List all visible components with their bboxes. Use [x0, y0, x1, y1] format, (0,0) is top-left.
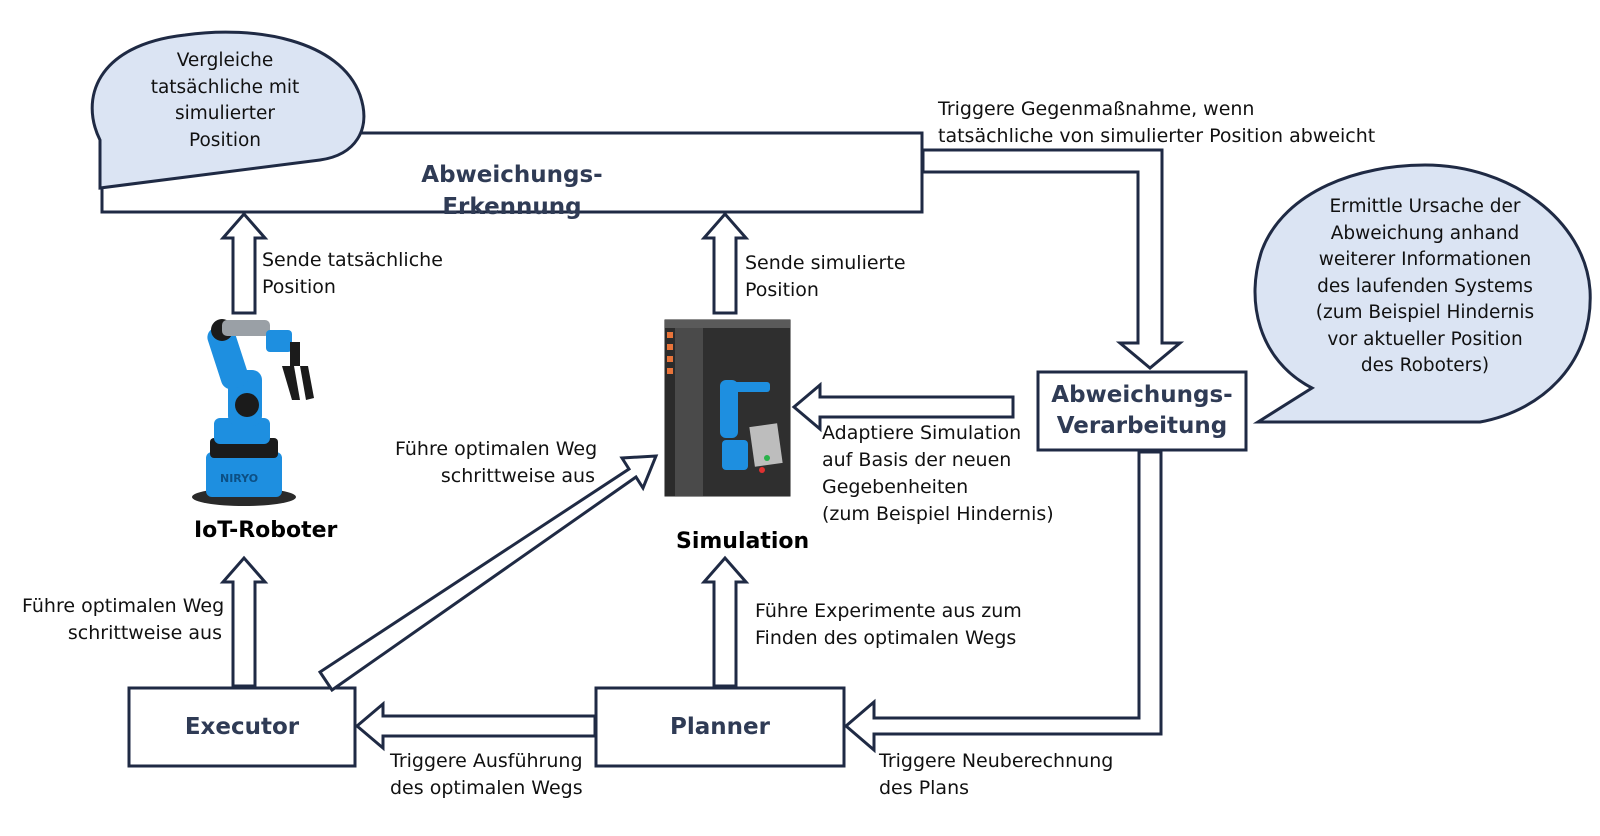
cause-bubble: [1252, 163, 1592, 424]
arrow-detection-to-processing: [921, 148, 1185, 370]
processing-box: [1036, 370, 1248, 452]
simulation-screenshot-icon: [664, 319, 791, 497]
processing-title-line2: Verarbeitung: [1056, 413, 1228, 439]
arrow-executor-to-simulation: [317, 454, 659, 693]
compare-bubble-text: Vergleiche tatsächliche mit simulierter …: [150, 50, 300, 151]
label-trigger-replan: Triggere Neuberechnung des Plans: [879, 750, 1114, 799]
executor-box: [127, 686, 357, 768]
arrow-executor-to-robot: [219, 555, 269, 688]
label-adapt-simulation: Adaptiere Simulation auf Basis der neuen…: [822, 422, 1054, 525]
label-send-simulated: Sende simulierte Position: [745, 252, 906, 301]
arrow-simulation-to-detection: [700, 211, 750, 315]
label-execute-to-simulation: Führe optimalen Weg schrittweise aus: [395, 438, 598, 487]
planner-title: Planner: [670, 714, 770, 740]
robot-caption: IoT-Roboter: [194, 518, 338, 543]
compare-bubble: [90, 30, 366, 190]
arrow-robot-to-detection: [219, 211, 269, 315]
arrow-processing-to-planner: [843, 450, 1163, 754]
label-execute-to-robot: Führe optimalen Weg schrittweise aus: [22, 595, 225, 644]
label-trigger-countermeasure: Triggere Gegenmaßnahme, wenn tatsächlich…: [938, 98, 1376, 147]
arrow-processing-to-simulation: [791, 381, 1015, 433]
arrow-planner-to-executor: [354, 700, 597, 752]
executor-title: Executor: [184, 714, 300, 740]
label-experiments: Führe Experimente aus zum Finden des opt…: [755, 600, 1022, 649]
cause-bubble-text: Ermittle Ursache der Abweichung anhand w…: [1315, 196, 1535, 376]
robot-arm-icon: NIRYO: [192, 319, 314, 506]
detection-title: Abweichungs-Erkennung: [421, 162, 603, 220]
arrow-planner-to-simulation: [700, 555, 750, 688]
svg-text:NIRYO: NIRYO: [220, 472, 258, 485]
label-send-actual: Sende tatsächliche Position: [262, 249, 443, 298]
processing-title-line1: Abweichungs-: [1051, 382, 1233, 408]
simulation-caption: Simulation: [676, 529, 810, 554]
label-trigger-execution: Triggere Ausführung des optimalen Wegs: [390, 750, 583, 799]
